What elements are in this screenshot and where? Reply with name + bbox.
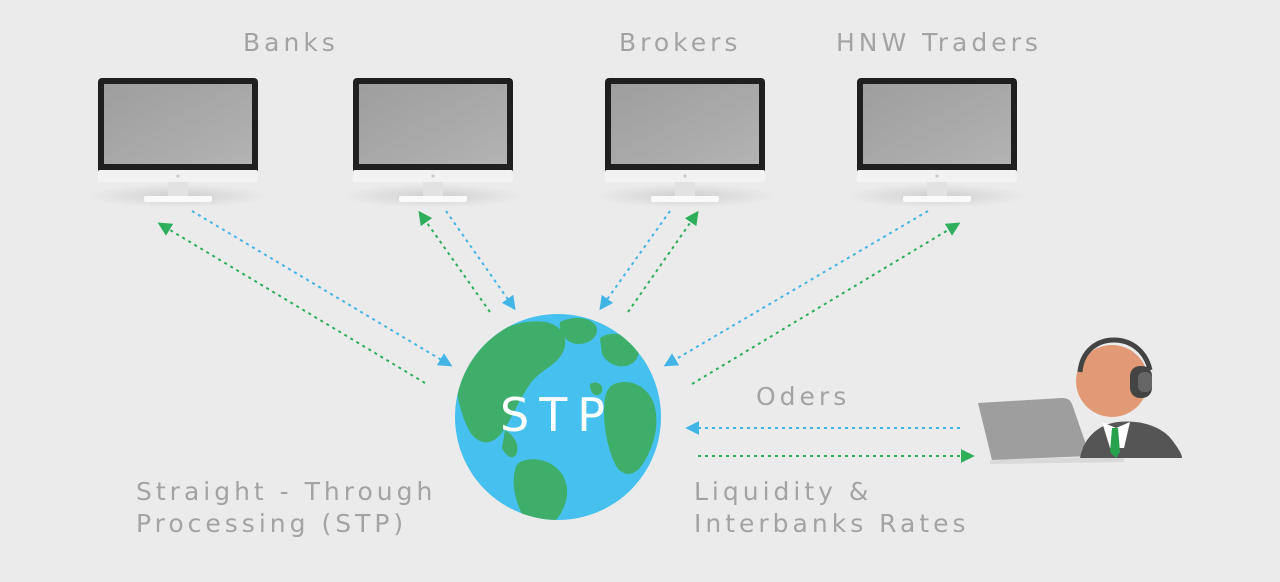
trader-with-headset-icon (1076, 337, 1182, 458)
liquidity-label-line2: Interbanks Rates (694, 509, 970, 538)
stp-description-line2: Processing (STP) (136, 509, 408, 538)
liquidity-label-line1: Liquidity & (694, 477, 873, 506)
group-label-banks: Banks (243, 28, 339, 57)
globe-icon (455, 314, 661, 520)
arrow-blue-broker (599, 210, 671, 311)
arrow-blue-bank2 (445, 210, 516, 311)
group-label-hnw-traders: HNW Traders (836, 28, 1042, 57)
stp-description-line1: Straight - Through (136, 477, 437, 506)
arrow-green-bank2 (418, 210, 491, 313)
arrow-green-broker (627, 210, 699, 313)
connector-arrows (157, 210, 975, 463)
globe-label: STP (500, 388, 616, 442)
monitor-hnw-traders (847, 78, 1027, 208)
arrow-green-hnw (691, 222, 961, 385)
monitor-banks-2 (343, 78, 523, 208)
arrow-blue-bank1 (191, 210, 453, 367)
monitor-banks-1 (88, 78, 268, 208)
arrow-green-bank1 (157, 222, 426, 384)
group-label-brokers: Brokers (619, 28, 742, 57)
liquidity-label: Liquidity & Interbanks Rates (694, 476, 970, 540)
arrow-blue-hnw (663, 210, 929, 367)
orders-label: Oders (756, 382, 851, 411)
stp-description: Straight - Through Processing (STP) (136, 476, 436, 540)
monitor-brokers (595, 78, 775, 208)
